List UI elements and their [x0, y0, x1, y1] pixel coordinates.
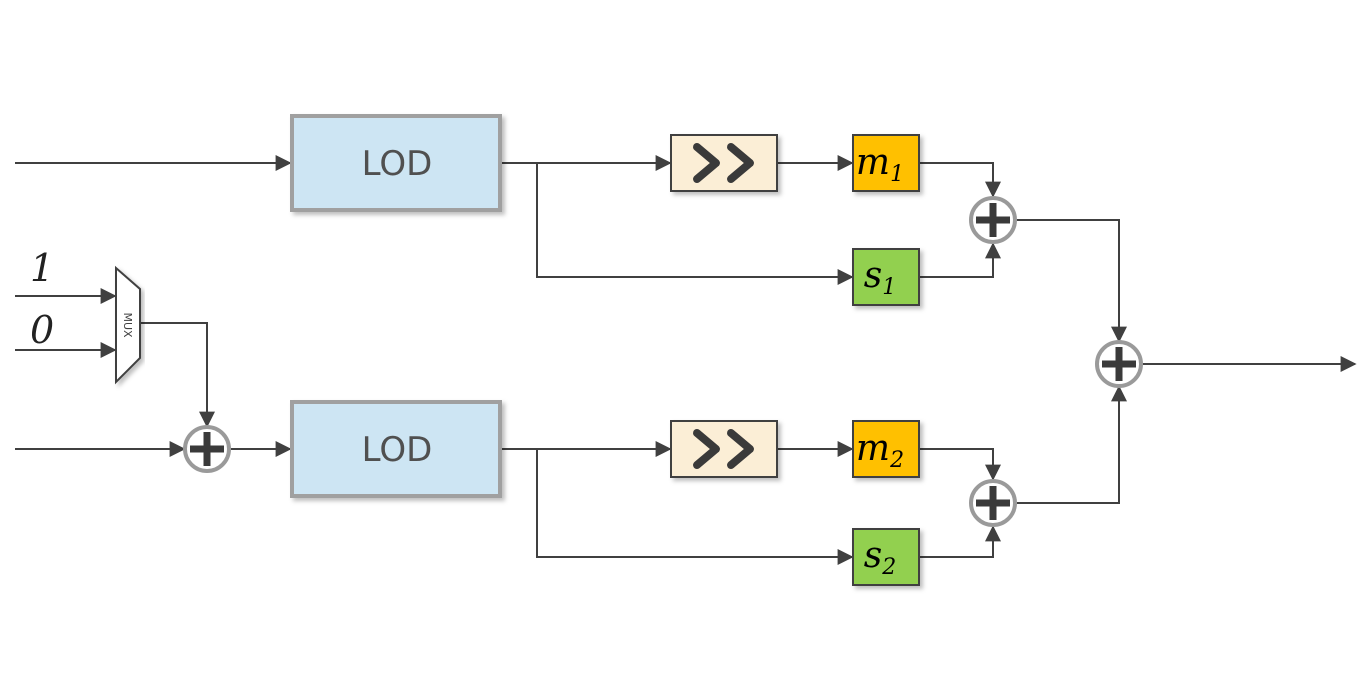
shift-block-top — [670, 134, 778, 192]
wire-adder1-to-final — [1017, 219, 1127, 343]
input-one-label: 1 — [30, 246, 54, 290]
adder-left — [183, 425, 231, 473]
register-s1-label: s1 — [864, 255, 896, 300]
lod-block-bottom — [290, 400, 502, 498]
plus-circle-icon — [1095, 340, 1143, 388]
register-m2-label: m2 — [856, 428, 904, 473]
shift-block-bottom — [670, 420, 778, 478]
shift-top-icon — [693, 143, 754, 183]
wire-s1-to-adder1 — [920, 242, 1001, 278]
mux-label: MUX — [121, 312, 134, 338]
wire-adder2-to-final — [1017, 385, 1127, 504]
adder-final — [1095, 340, 1143, 388]
register-m2 — [852, 420, 920, 478]
plus-circle-icon — [969, 196, 1017, 244]
plus-circle-icon — [969, 479, 1017, 527]
wires — [15, 155, 1357, 565]
register-s1 — [852, 248, 920, 306]
wire-mux-to-adder-left — [140, 322, 215, 428]
register-m1 — [852, 134, 920, 192]
register-s2 — [852, 528, 920, 586]
shift-bottom-icon — [693, 429, 754, 469]
adder-bottom — [969, 479, 1017, 527]
adder-top — [969, 196, 1017, 244]
wire-lod-bottom-to-s2 — [536, 449, 854, 565]
lod-top-label: LOD — [362, 144, 433, 184]
wire-s2-to-adder2 — [920, 525, 1001, 558]
lod-block-top — [290, 114, 502, 212]
input-zero-label: 0 — [30, 308, 54, 352]
wire-m1-to-adder1 — [920, 162, 1001, 198]
lod-bottom-label: LOD — [362, 430, 433, 470]
wire-lod-top-to-s1 — [536, 163, 854, 285]
register-s2-label: s2 — [864, 535, 896, 580]
register-m1-label: m1 — [856, 142, 904, 187]
plus-circle-icon — [183, 425, 231, 473]
wire-m2-to-adder2 — [920, 448, 1001, 481]
mux-block — [115, 265, 141, 385]
